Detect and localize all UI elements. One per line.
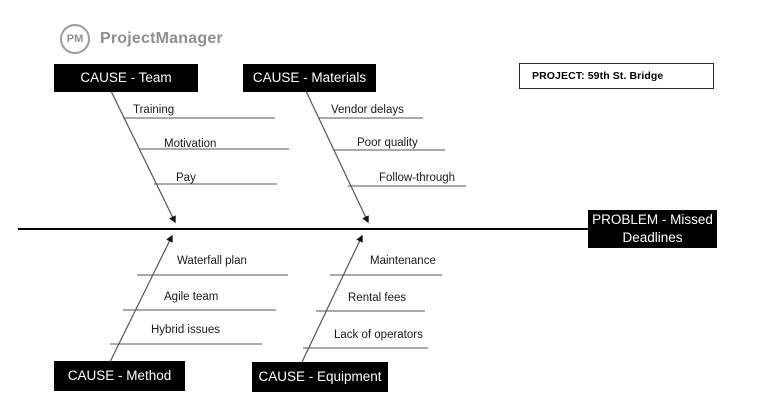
project-label-box: PROJECT: 59th St. Bridge (519, 63, 714, 89)
brand-name: ProjectManager (100, 30, 223, 47)
subcause-label-method-3: Hybrid issues (151, 324, 221, 336)
cause-box-team-label: CAUSE - Team (80, 69, 172, 85)
cause-box-method[interactable]: CAUSE - Method (54, 361, 185, 391)
branch-line-materials (304, 88, 369, 224)
project-label-text: PROJECT: 59th St. Bridge (532, 70, 664, 82)
subcause-label-materials-3: Follow-through (379, 172, 456, 184)
problem-text-line1: PROBLEM - Missed (592, 212, 713, 228)
cause-box-team[interactable]: CAUSE - Team (54, 64, 198, 92)
cause-box-equipment[interactable]: CAUSE - Equipment (252, 362, 388, 392)
subcause-label-equipment-3: Lack of operators (334, 329, 423, 341)
pm-monogram: PM (66, 33, 84, 45)
subcause-label-materials-2: Poor quality (357, 137, 418, 149)
problem-text-line2: Deadlines (622, 230, 683, 245)
cause-box-materials[interactable]: CAUSE - Materials (243, 64, 376, 92)
subcause-label-team-2: Motivation (164, 138, 217, 150)
subcause-label-method-2: Agile team (164, 291, 219, 303)
cause-box-equipment-label: CAUSE - Equipment (258, 368, 382, 384)
brand-logo: PM ProjectManager (60, 24, 223, 54)
subcause-label-team-3: Pay (176, 172, 196, 184)
cause-box-method-label: CAUSE - Method (67, 367, 172, 383)
problem-box[interactable]: PROBLEM - Missed Deadlines (588, 210, 717, 248)
branch-line-equipment (301, 234, 363, 363)
pm-circle-icon: PM (60, 24, 90, 54)
subcause-label-method-1: Waterfall plan (177, 255, 247, 267)
subcause-label-equipment-2: Rental fees (348, 292, 407, 304)
branch-line-team (109, 88, 176, 224)
subcause-label-equipment-1: Maintenance (370, 255, 436, 267)
subcause-label-materials-1: Vendor delays (331, 104, 404, 116)
cause-box-materials-label: CAUSE - Materials (252, 69, 367, 85)
branch-line-method (109, 234, 173, 363)
subcause-label-team-1: Training (133, 104, 175, 116)
